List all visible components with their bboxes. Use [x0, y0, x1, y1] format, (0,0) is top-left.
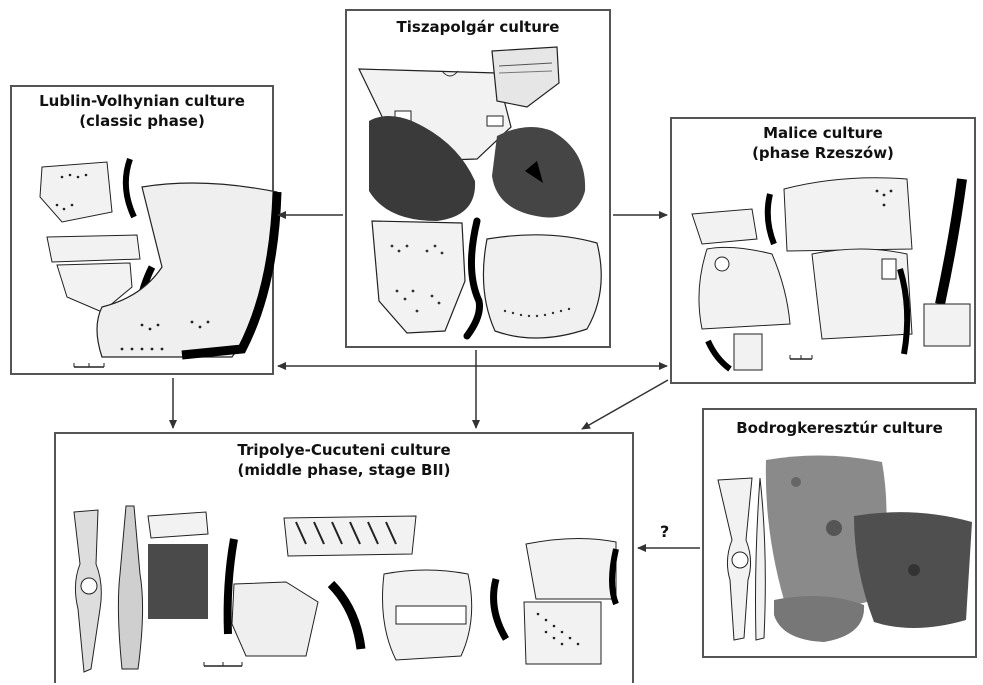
- uncertain-link-question-mark: ?: [660, 522, 669, 541]
- malice-pottery-drawings: [672, 119, 978, 386]
- tiszapolgar-culture-box: Tiszapolgár culture: [345, 9, 611, 348]
- bodrogkeresztur-artefact-drawings: [704, 410, 979, 660]
- bodrogkeresztur-culture-box: Bodrogkeresztúr culture: [702, 408, 977, 658]
- tiszapolgar-pottery-drawings: [347, 11, 613, 350]
- tripolye-cucuteni-artefact-drawings: [56, 434, 636, 685]
- arrow-malice-to-tripolye: [582, 380, 668, 429]
- lublin-volhynian-culture-box: Lublin-Volhynian culture (classic phase): [10, 85, 274, 375]
- tripolye-cucuteni-culture-box: Tripolye-Cucuteni culture (middle phase,…: [54, 432, 634, 683]
- malice-culture-box: Malice culture (phase Rzeszów): [670, 117, 976, 384]
- lublin-volhynian-pottery-drawings: [12, 87, 276, 377]
